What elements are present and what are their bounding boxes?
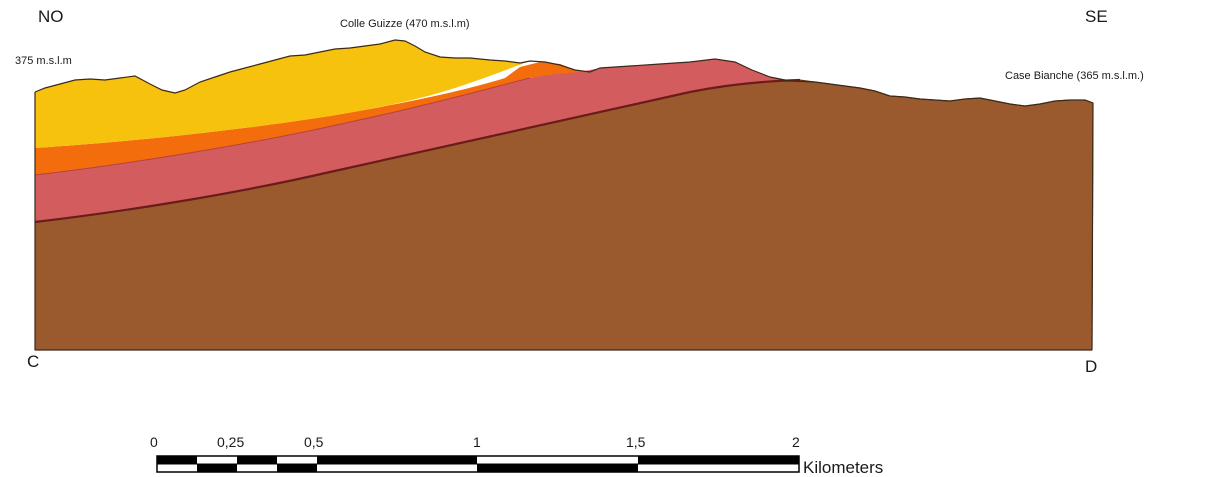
scale-segment xyxy=(317,456,477,464)
layer-pink xyxy=(35,59,790,222)
scale-tick-label: 2 xyxy=(792,434,800,450)
contact-line-pink xyxy=(34,77,531,176)
scale-segment xyxy=(157,456,197,464)
peak-label: Colle Guizze (470 m.s.l.m) xyxy=(340,18,470,30)
point-start-label: C xyxy=(27,352,39,371)
scale-segment xyxy=(477,464,638,472)
point-end-label: D xyxy=(1085,357,1097,376)
scale-segment xyxy=(638,456,799,464)
scale-segment xyxy=(237,456,277,464)
contact-line-base xyxy=(34,78,801,224)
scale-tick-label: 0 xyxy=(150,434,158,450)
direction-left-label: NO xyxy=(38,7,64,26)
scale-segment xyxy=(277,464,317,472)
scale-tick-label: 1,5 xyxy=(626,434,646,450)
scale-tick-label: 1 xyxy=(473,434,481,450)
layer-top xyxy=(35,40,530,148)
scale-unit-label: Kilometers xyxy=(803,458,883,477)
elevation-left-label: 375 m.s.l.m xyxy=(15,55,72,67)
scale-segment xyxy=(197,464,237,472)
section-right-edge xyxy=(1091,102,1094,351)
elevation-right-label: Case Bianche (365 m.s.l.m.) xyxy=(1005,70,1144,82)
direction-right-label: SE xyxy=(1085,7,1108,26)
scale-tick-label: 0,25 xyxy=(217,434,244,450)
layer-orange xyxy=(35,62,590,175)
topographic-profile xyxy=(34,39,1094,107)
scale-tick-label: 0,5 xyxy=(304,434,324,450)
scale-bar: 0 0,25 0,5 1 1,5 2 Kilometers xyxy=(150,434,883,477)
